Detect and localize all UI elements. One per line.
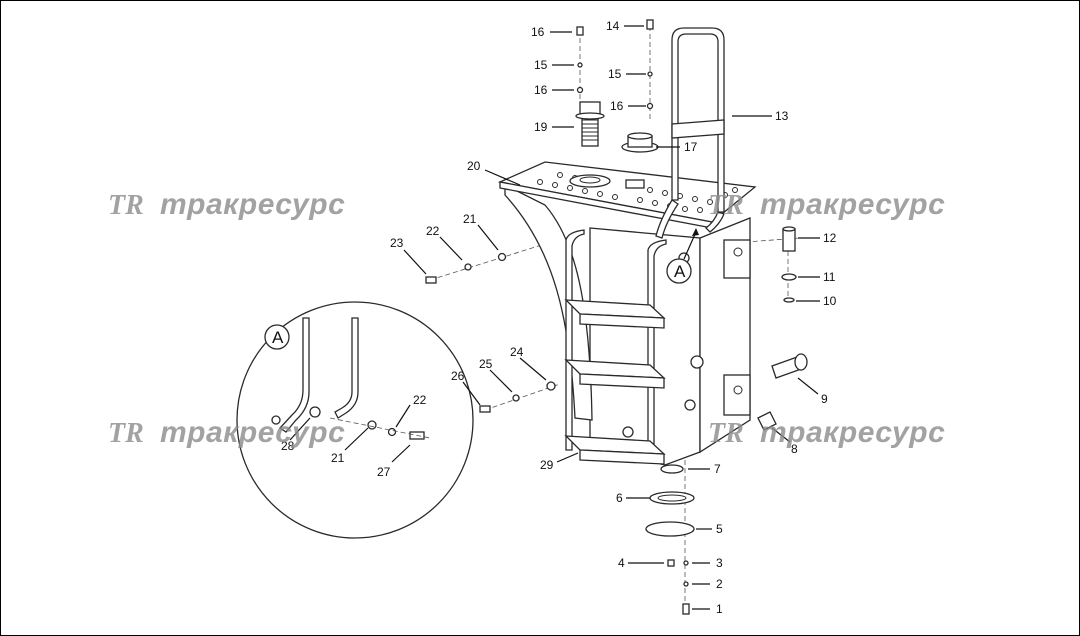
watermark-text: тракресурс — [760, 188, 945, 221]
callout-3: 3 — [716, 556, 723, 570]
callout-28: 28 — [281, 439, 295, 453]
callout-26: 26 — [451, 369, 465, 383]
callout-15-left: 15 — [534, 58, 548, 72]
hardware — [425, 19, 808, 615]
detail-a-letter: A — [272, 328, 284, 347]
watermark-bottom-right: TR тракресурс — [708, 416, 945, 449]
callout-27: 27 — [377, 465, 391, 479]
callout-8: 8 — [791, 442, 798, 456]
tank-body — [497, 161, 757, 466]
handrail — [655, 27, 725, 239]
callout-9: 9 — [821, 392, 828, 406]
callout-1: 1 — [716, 602, 723, 616]
callout-22-top: 22 — [426, 224, 440, 238]
ladder — [564, 229, 667, 465]
callout-13: 13 — [775, 109, 789, 123]
watermark-logo: TR — [708, 190, 744, 221]
callout-29: 29 — [540, 458, 554, 472]
callout-12: 12 — [823, 231, 837, 245]
callout-18: 16 — [531, 25, 545, 39]
callout-4: 4 — [618, 556, 625, 570]
watermark-top-left: TR тракресурс — [108, 188, 345, 221]
detail-view-a — [236, 301, 474, 539]
watermark-text: тракресурс — [760, 416, 945, 449]
callout-21-top: 21 — [463, 212, 477, 226]
callout-17: 17 — [684, 140, 698, 154]
watermark-logo: TR — [708, 418, 744, 449]
callout-21-detail: 21 — [331, 451, 345, 465]
callout-numbers: 16 15 16 19 14 15 16 17 13 20 12 11 10 9… — [272, 19, 837, 616]
callout-16-left: 16 — [534, 83, 548, 97]
watermark-bottom-left: TR тракресурс — [108, 416, 345, 449]
callout-15-right: 15 — [608, 67, 622, 81]
callout-11: 11 — [823, 270, 836, 284]
watermark-logo: TR — [108, 190, 144, 221]
callout-24: 24 — [510, 345, 524, 359]
detail-a-marker-letter: A — [674, 262, 686, 281]
callout-23: 23 — [390, 236, 404, 250]
watermark-text: тракресурс — [160, 188, 345, 221]
callout-22-detail: 22 — [413, 393, 427, 407]
callout-2: 2 — [716, 577, 723, 591]
callout-20: 20 — [467, 159, 481, 173]
watermark-top-right: TR тракресурс — [708, 188, 945, 221]
callout-5: 5 — [716, 522, 723, 536]
callout-10: 10 — [823, 294, 837, 308]
callout-19: 19 — [534, 120, 548, 134]
leader-lines — [289, 25, 820, 610]
callout-6: 6 — [616, 491, 623, 505]
watermark-text: тракресурс — [160, 416, 345, 449]
callout-7: 7 — [714, 462, 721, 476]
callout-16-right: 16 — [610, 99, 624, 113]
callout-14: 14 — [606, 19, 620, 33]
watermark-logo: TR — [108, 418, 144, 449]
callout-25: 25 — [479, 357, 493, 371]
detail-a-marker — [666, 228, 699, 284]
